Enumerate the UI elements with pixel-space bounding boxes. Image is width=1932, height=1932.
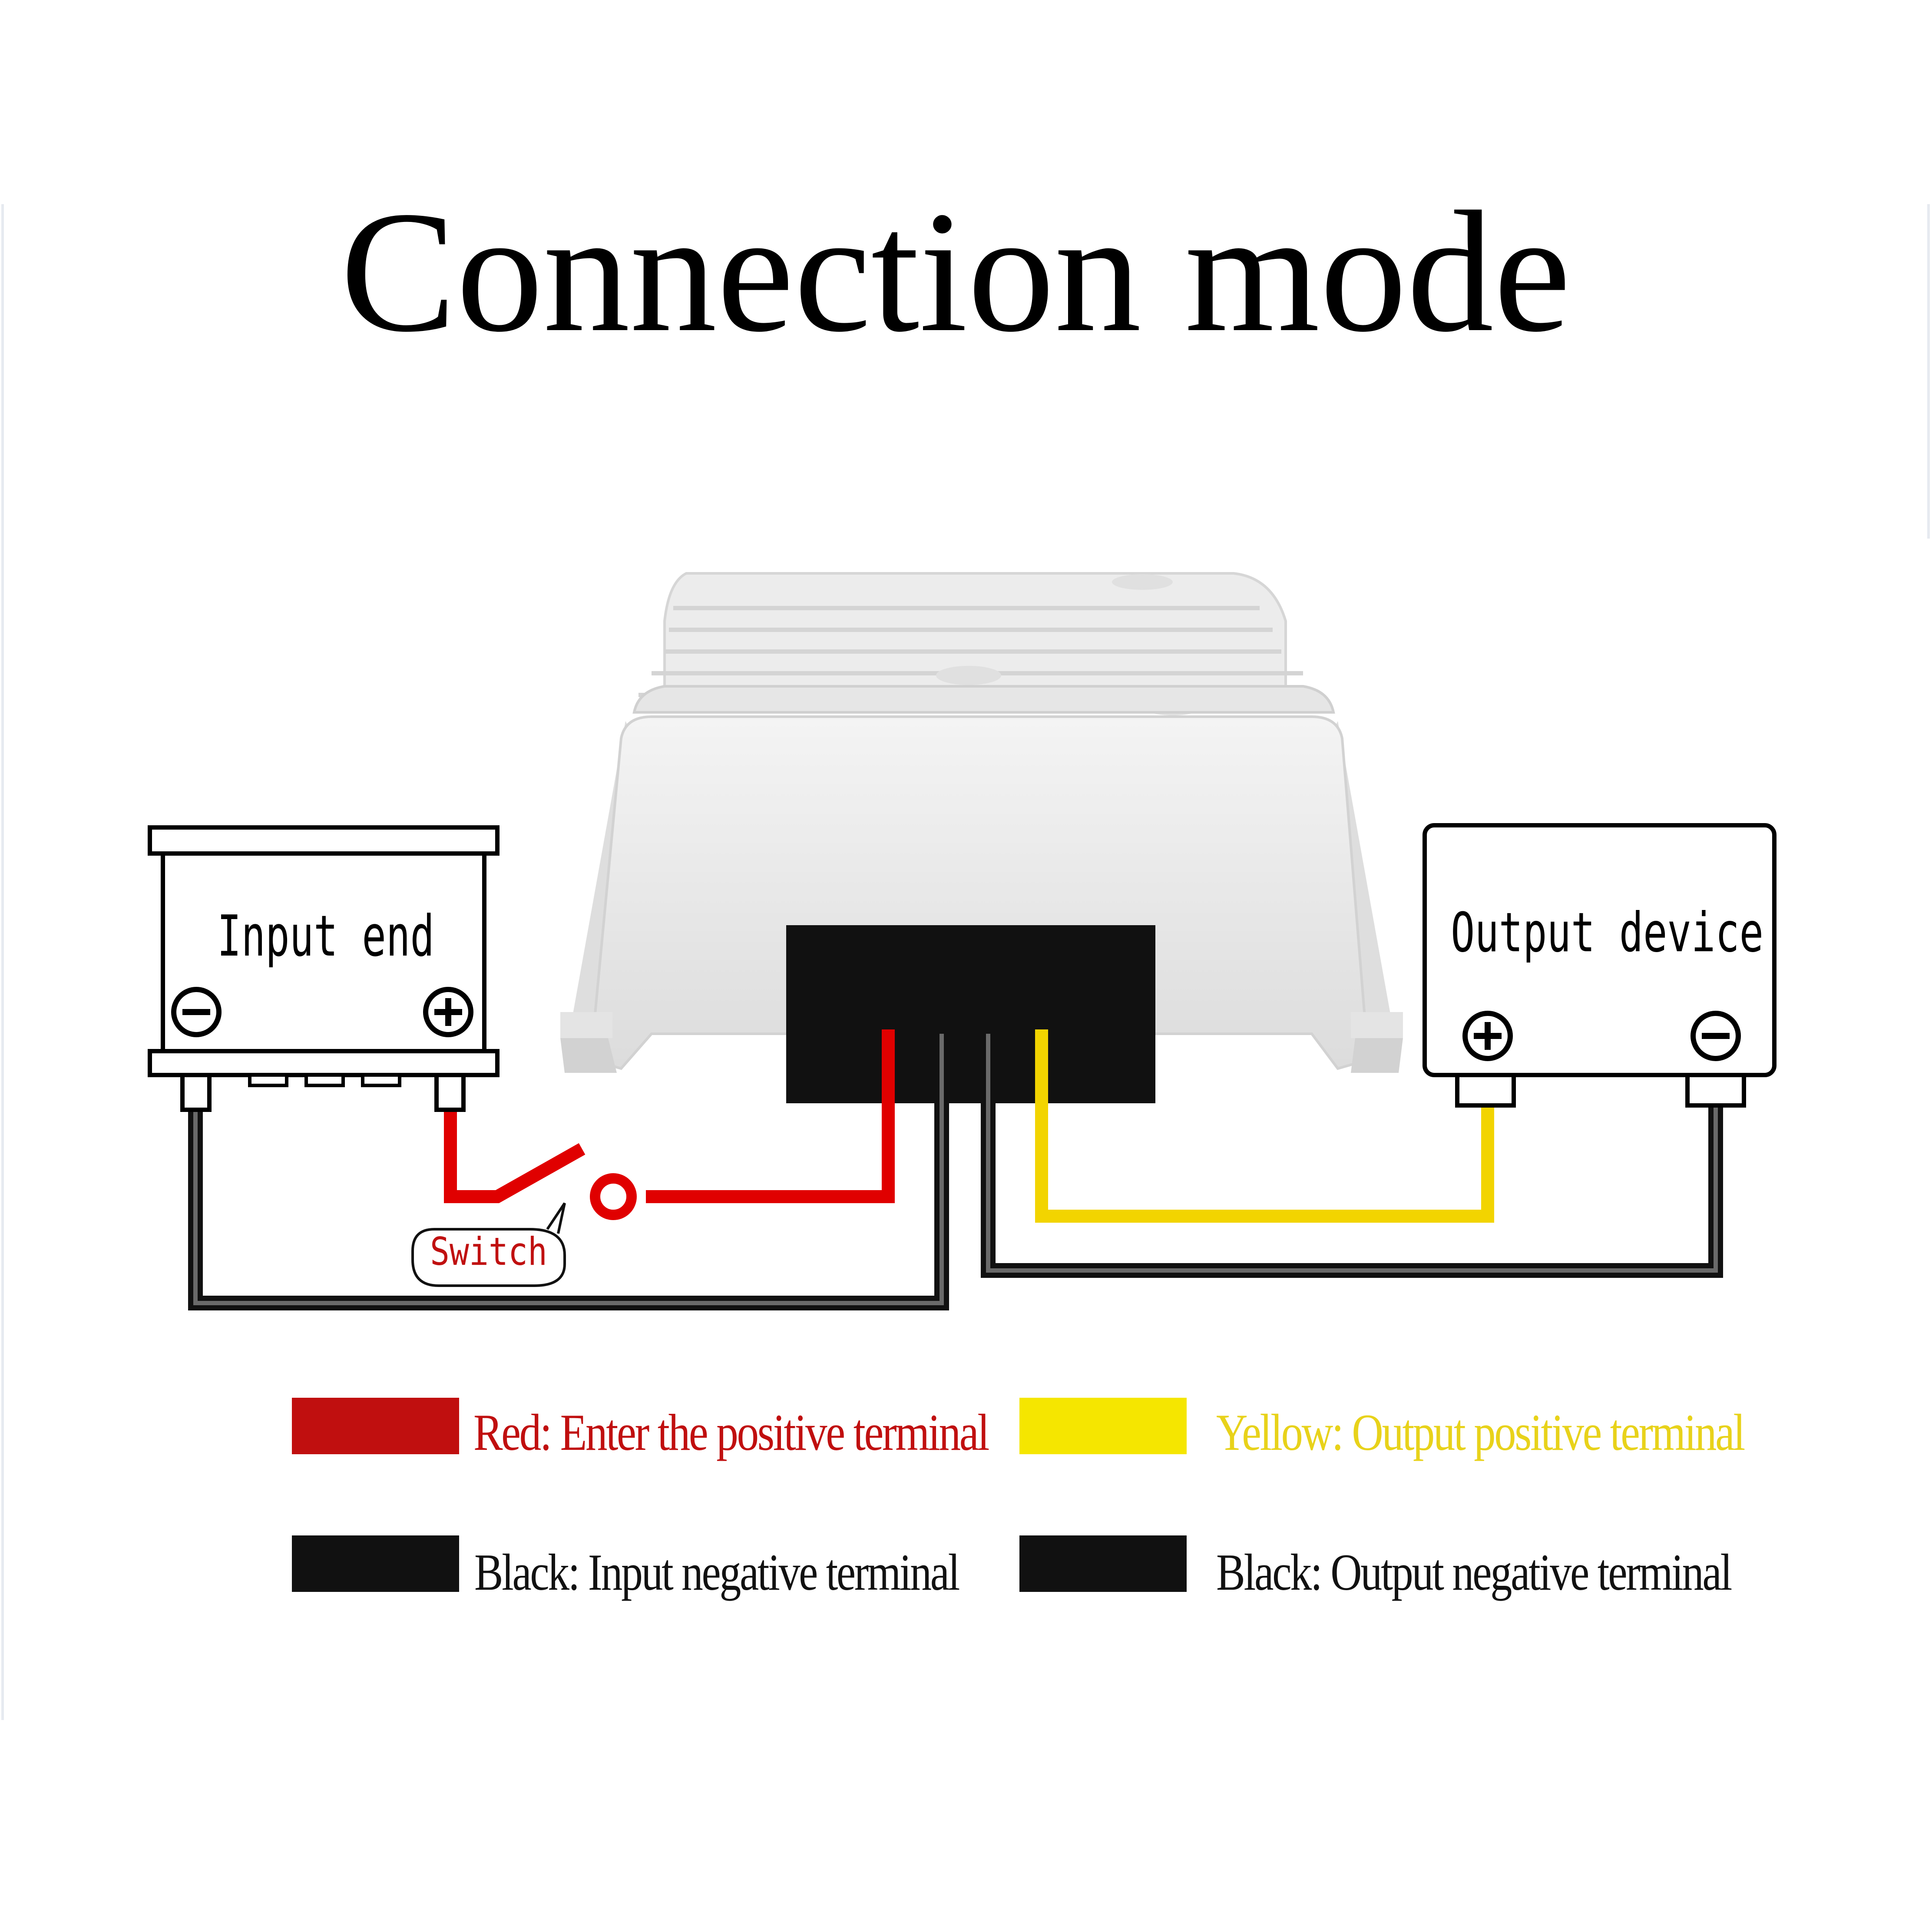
- converter-module: [560, 572, 1403, 1103]
- output-device-label: Output device: [1451, 901, 1763, 964]
- legend-swatch-black-input: [292, 1535, 459, 1592]
- input-end-label: Input end: [217, 903, 434, 969]
- switch-callout: Switch: [411, 1202, 566, 1287]
- yellow-output-positive-wire: [1035, 1029, 1494, 1223]
- output-device-box: Output device: [1423, 823, 1777, 1108]
- legend-swatch-black-output: [1019, 1535, 1187, 1592]
- red-input-positive-wire: [444, 1112, 586, 1203]
- switch-contact-icon: [590, 1173, 637, 1220]
- input-end-box: Input end: [148, 825, 500, 1112]
- legend-swatch-yellow: [1019, 1398, 1187, 1454]
- legend-text-red: Red: Enter the positive terminal: [473, 1403, 989, 1461]
- switch-label: Switch: [430, 1229, 547, 1274]
- input-minus-icon: [171, 987, 222, 1037]
- legend-swatch-red: [292, 1398, 459, 1454]
- page-title: Connection mode: [341, 175, 1571, 368]
- output-minus-icon: [1690, 1011, 1741, 1061]
- legend-text-black-input: Black: Input negative terminal: [474, 1543, 959, 1601]
- wires: [188, 1029, 1723, 1310]
- output-plus-icon: [1462, 1011, 1513, 1061]
- input-plus-icon: [423, 987, 473, 1037]
- legend-text-black-output: Black: Output negative terminal: [1216, 1543, 1731, 1601]
- wire-terminal-block: [786, 925, 1155, 1103]
- legend-text-yellow: Yellow: Output positive terminal: [1216, 1403, 1744, 1461]
- legend: Red: Enter the positive terminal Yellow:…: [292, 1398, 1746, 1601]
